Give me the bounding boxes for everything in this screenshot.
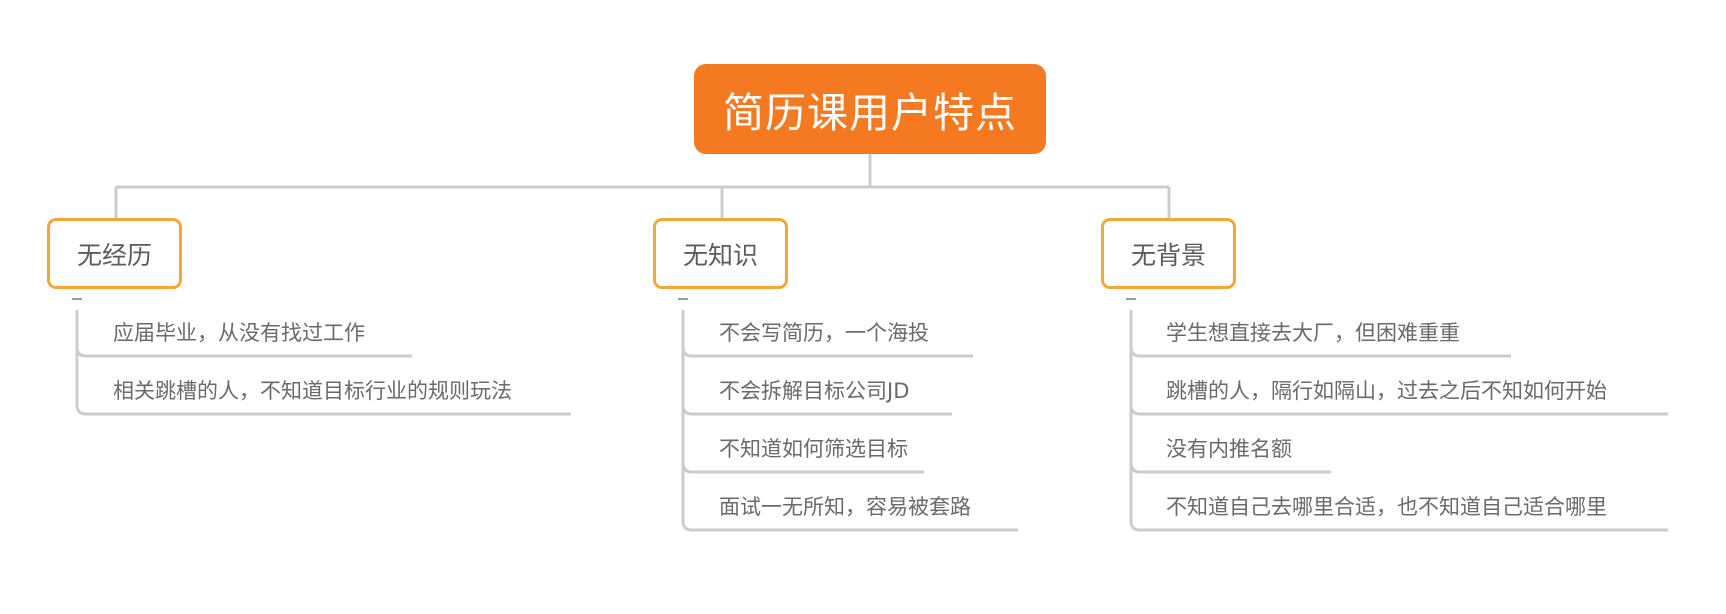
branch-topic-no-knowledge[interactable]: 无知识 xyxy=(653,218,788,289)
leaf-topic[interactable]: 不知道自己去哪里合适，也不知道自己适合哪里 xyxy=(1166,495,1607,519)
leaf-connector-3-4 xyxy=(1129,463,1668,532)
leaf-topic[interactable]: 不会拆解目标公司JD xyxy=(719,379,910,403)
root-topic-label: 简历课用户特点 xyxy=(723,89,1017,137)
leaf-topic[interactable]: 不会写简历，一个海投 xyxy=(719,321,929,345)
leaf-topic[interactable]: 不知道如何筛选目标 xyxy=(719,437,908,461)
branch-topic-label: 无知识 xyxy=(682,240,758,270)
leaf-topic[interactable]: 相关跳槽的人，不知道目标行业的规则玩法 xyxy=(113,379,512,403)
leaf-topic[interactable]: 面试一无所知，容易被套路 xyxy=(719,495,971,519)
leaf-topic[interactable]: 学生想直接去大厂，但困难重重 xyxy=(1166,321,1460,345)
branch-topic-no-experience[interactable]: 无经历 xyxy=(47,218,182,289)
leaf-connector-1-2 xyxy=(75,347,571,416)
branch-topic-label: 无经历 xyxy=(76,240,152,270)
collapse-toggle-icon[interactable] xyxy=(678,298,688,300)
leaf-topic[interactable]: 没有内推名额 xyxy=(1166,437,1292,461)
leaf-connector-2-4 xyxy=(681,463,1018,532)
branch-topic-no-background[interactable]: 无背景 xyxy=(1101,218,1236,289)
collapse-toggle-icon[interactable] xyxy=(1126,298,1136,300)
leaf-topic[interactable]: 应届毕业，从没有找过工作 xyxy=(113,321,365,345)
leaf-topic[interactable]: 跳槽的人，隔行如隔山，过去之后不知如何开始 xyxy=(1166,379,1607,403)
root-topic[interactable]: 简历课用户特点 xyxy=(694,64,1046,154)
branch-topic-label: 无背景 xyxy=(1130,240,1206,270)
collapse-toggle-icon[interactable] xyxy=(72,298,82,300)
